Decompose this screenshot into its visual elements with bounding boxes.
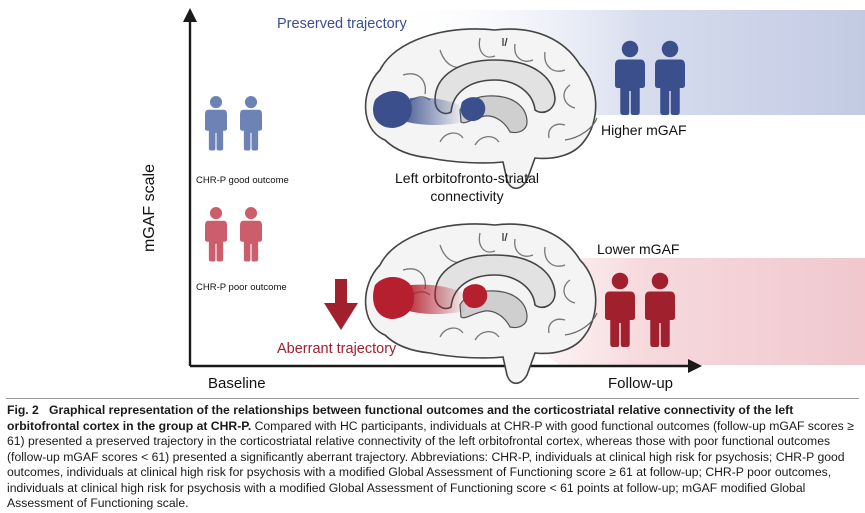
caption-body: Compared with HC participants, individua… [7,418,854,511]
poor-outcome-label: CHR-P poor outcome [196,282,287,293]
orbitofrontal-region-bottom [373,276,415,319]
striatum-bottom [462,284,488,309]
brain-top [364,28,598,190]
x-axis-end-label: Follow-up [608,375,674,392]
diagram-canvas [183,8,865,385]
y-axis [183,8,197,366]
x-axis [190,359,702,373]
figure-caption: Fig. 2 Graphical representation of the r… [7,403,859,512]
higher-mgaf-label: Higher mGAF [601,122,687,138]
orbitofrontal-region-top [373,91,412,128]
caption-title: Graphical representation of the relation… [7,403,794,433]
x-axis-start-label: Baseline [208,375,266,392]
y-axis-label: mGAF scale [141,164,158,253]
connectivity-label-line1: Left orbitofronto-striatal [395,170,539,186]
good-outcome-label: CHR-P good outcome [196,175,289,186]
caption-figure-number: Fig. 2 [7,403,39,417]
good-outcome-icon [205,96,262,151]
preserved-trajectory-label: Preserved trajectory [277,16,407,32]
aberrant-arrow [324,279,358,330]
trajectory-diagram: mGAF scale Baseline Follow-up Preserved … [141,8,865,392]
aberrant-trajectory-label: Aberrant trajectory [277,341,397,357]
tract-top [407,97,465,125]
poor-outcome-icon [205,207,262,262]
caption-rule-top [6,398,859,399]
lower-mgaf-label: Lower mGAF [597,241,680,257]
striatum-top [460,97,486,122]
connectivity-label-line2: connectivity [430,188,504,204]
tract-bottom [409,284,467,314]
brain-bottom [364,223,598,385]
